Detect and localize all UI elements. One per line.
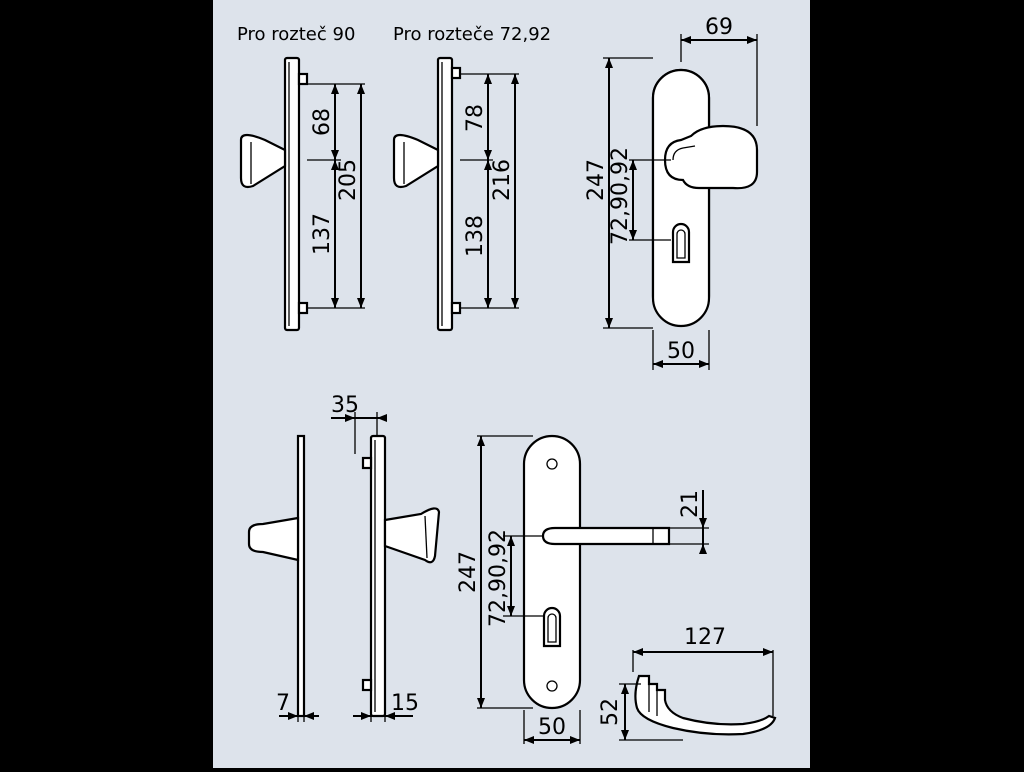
lever-front	[541, 526, 671, 546]
side-view-knob-90	[239, 56, 309, 332]
dims-bottom-side: 35 7 15	[276, 393, 419, 722]
dims-front-knob: 247 72,90,92 69 50	[584, 15, 758, 370]
dim-lever-plate-height: 247	[456, 551, 481, 593]
lever-profile	[634, 674, 777, 736]
plate-side-a	[283, 56, 301, 332]
dim-knob-plate-width: 50	[667, 339, 695, 364]
dim-a-lower: 137	[310, 213, 335, 255]
dim-lever-spacing: 72,90,92	[486, 529, 511, 627]
side-view-knob-72-92	[392, 56, 462, 332]
dim-knob-spacing: 72,90,92	[608, 147, 633, 245]
dim-knob-plate-height: 247	[584, 159, 609, 201]
dim-a-upper: 68	[310, 108, 335, 136]
dim-knob-projection: 69	[705, 15, 733, 40]
lever-detail	[634, 674, 777, 736]
plate-inner-thick	[369, 434, 387, 718]
dim-side-depth: 35	[331, 393, 359, 418]
dim-b-lower: 138	[463, 215, 488, 257]
screw-boss-a-top	[297, 72, 309, 86]
dim-plate-thickness-front: 7	[276, 691, 290, 716]
front-view-lever	[522, 434, 671, 710]
dims-front-lever: 247 72,90,92 21 50	[456, 435, 709, 744]
knob-front	[663, 124, 759, 190]
caption-spacing-72-92: Pro rozteče 72,92	[393, 24, 551, 45]
dim-plate-thickness-back: 15	[391, 691, 419, 716]
dims-side-a: 68 137 205	[307, 83, 365, 309]
screw-hole-bottom	[546, 680, 558, 692]
drawing-panel: Pro rozteč 90 Pro rozteče 72,92 68 137 2…	[213, 0, 810, 768]
dims-side-b: 78 138 216	[460, 73, 519, 309]
screw-boss-inner-top	[361, 456, 373, 470]
dim-lever-length: 127	[684, 625, 726, 650]
screw-boss-b-bottom	[450, 301, 462, 315]
screw-boss-inner-bottom	[361, 678, 373, 692]
technical-drawing: Pro rozteč 90 Pro rozteče 72,92 68 137 2…	[213, 0, 810, 768]
dim-lever-plate-width: 50	[538, 715, 566, 740]
dims-lever-detail: 127 52	[598, 625, 774, 741]
screw-boss-b-top	[450, 66, 462, 80]
screw-hole-top	[546, 458, 558, 470]
dim-b-upper: 78	[463, 104, 488, 132]
dim-lever-rise: 52	[598, 698, 623, 726]
plate-side-b	[436, 56, 454, 332]
knob-side-a	[239, 133, 287, 189]
caption-spacing-90: Pro rozteč 90	[237, 24, 355, 45]
side-view-inner-plate	[361, 434, 441, 718]
plate-front-knob-outline	[651, 68, 711, 328]
plate-outer-thin	[296, 434, 306, 718]
dim-a-total: 205	[336, 159, 361, 201]
dim-lever-height: 21	[678, 490, 703, 518]
plate-front-lever	[522, 434, 582, 710]
dim-b-total: 216	[490, 159, 515, 201]
front-view-knob	[651, 68, 759, 328]
knob-side-b	[392, 133, 440, 189]
screw-boss-a-bottom	[297, 301, 309, 315]
knob-outer-profile	[247, 516, 300, 562]
